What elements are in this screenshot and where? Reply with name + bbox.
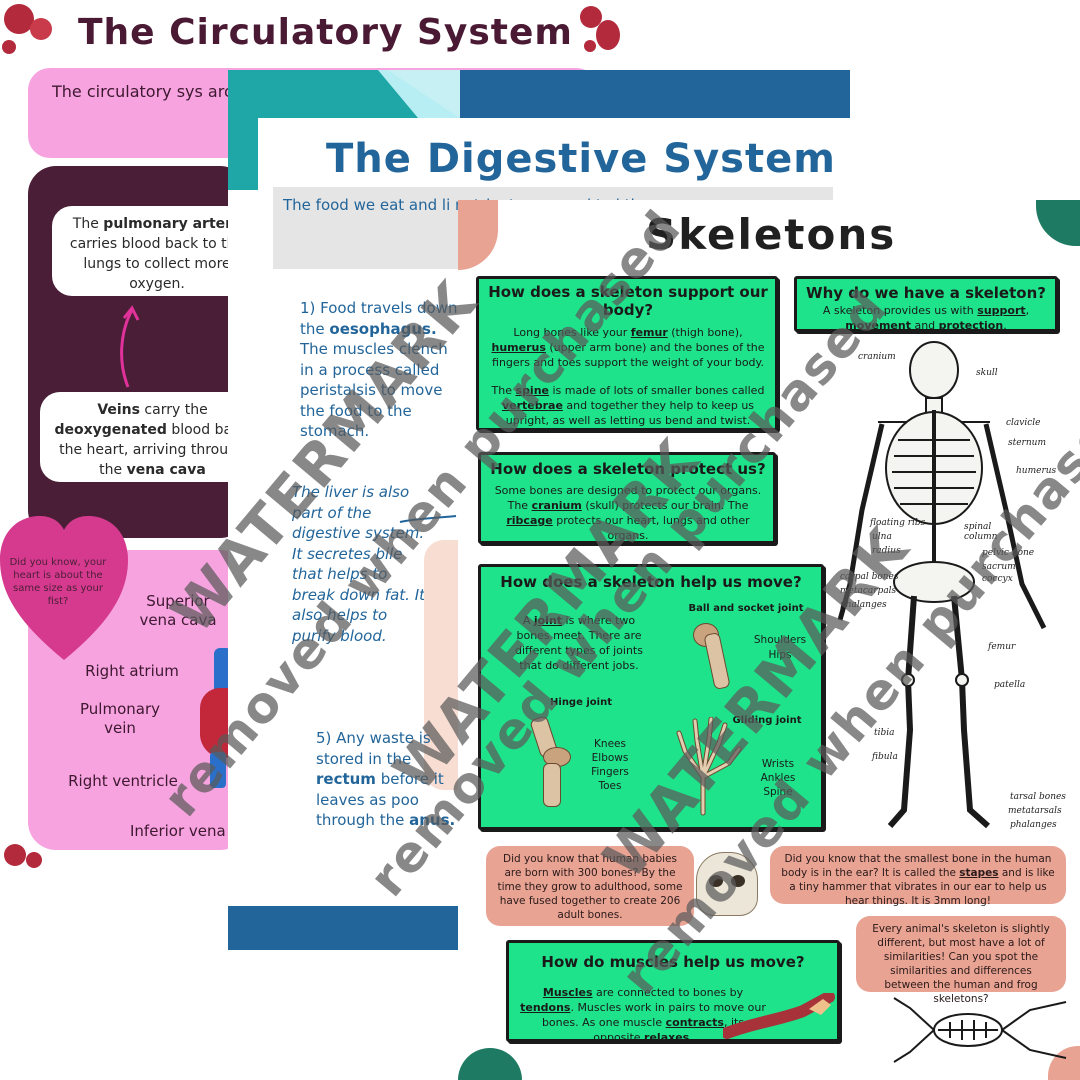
knee-bone-image (525, 715, 577, 807)
heart-diagram-panel: Superior vena cava Right atrium Pulmonar… (28, 550, 248, 850)
bone-label: metacarpals (840, 586, 897, 596)
bone-label: coccyx (982, 574, 1013, 584)
bone-label: clavicle (1006, 418, 1041, 428)
did-you-know-heart: Did you know, your heart is about the sa… (9, 557, 107, 607)
arm-muscle-image (723, 993, 835, 1039)
support-text-1: Long bones like your femur (thigh bone),… (491, 326, 765, 369)
corner-blob (458, 1048, 522, 1080)
blood-cell-icon (4, 844, 26, 866)
bone-label: spinal column (964, 522, 998, 542)
label-inferior-vena: Inferior vena (130, 822, 226, 840)
bone-label: sternum (1008, 438, 1046, 448)
muscles-text: Muscles are connected to bones by tendon… (520, 986, 766, 1044)
bone-label: skull (976, 368, 998, 378)
hinge-label: Hinge joint (550, 697, 612, 708)
human-skeleton-image (838, 341, 1047, 829)
gliding-label: Gliding joint (732, 715, 802, 726)
bone-label: phalanges (840, 600, 887, 610)
bone-label: radius (872, 546, 901, 556)
bone-label: metatarsals (1008, 806, 1062, 816)
bone-label: pelvic bone (982, 548, 1035, 558)
joint-text: A joint is where two bones meet. There a… (515, 614, 643, 672)
shoulder-bone-image (687, 619, 739, 691)
label-right-ventricle: Right ventricle (68, 772, 178, 790)
blood-cell-icon (580, 6, 602, 28)
protect-box: How does a skeleton protect us? Some bon… (478, 452, 776, 544)
page-title: Skeletons (646, 210, 897, 259)
body-illustration (424, 540, 464, 790)
blood-cell-icon (4, 4, 34, 34)
bone-label: sacrum (982, 562, 1016, 572)
bone-label: fibula (872, 752, 898, 762)
header-shapes (228, 70, 850, 190)
support-box: How does a skeleton support our body? Lo… (476, 276, 778, 431)
fact-babies: Did you know that human babies are born … (486, 846, 694, 926)
bone-label: tibia (874, 728, 895, 738)
footer-bar (228, 906, 468, 950)
label-superior-vena-cava: Superior vena cava (139, 592, 217, 629)
ball-socket-label: Ball and socket joint (688, 603, 804, 614)
skeletons-sheet: Skeletons How does a skeleton support ou… (458, 200, 1080, 1080)
bone-label: carpal bones (840, 572, 899, 582)
bone-label: floating ribs (870, 518, 926, 528)
heart-shape (0, 516, 128, 660)
blood-cell-icon (26, 852, 42, 868)
page-title: The Digestive System (326, 136, 836, 182)
step-1-text: 1) Food travels down the oesophagus. The… (300, 299, 458, 440)
support-question: How does a skeleton support our body? (488, 283, 768, 319)
blood-cell-icon (596, 20, 620, 50)
bone-label: tarsal bones (1010, 792, 1066, 802)
bone-label: phalanges (1010, 820, 1057, 830)
why-question: Why do we have a skeleton? (806, 284, 1046, 302)
liver-text: The liver is also part of the digestive … (292, 483, 426, 645)
support-text-2: The spine is made of lots of smaller bon… (491, 384, 765, 427)
move-box: How does a skeleton help us move? A join… (478, 564, 824, 830)
skull-image (696, 852, 758, 916)
flow-panel: The pulmonary artery carries blood back … (28, 166, 265, 538)
corner-blob (1036, 200, 1080, 246)
bone-label: ulna (872, 532, 892, 542)
corner-blob (458, 200, 498, 270)
fact-stapes: Did you know that the smallest bone in t… (770, 846, 1066, 907)
step-5-text: 5) Any waste is stored in the rectum bef… (316, 729, 456, 829)
blood-cell-icon (584, 40, 596, 52)
fact-frog: Every animal's skeleton is slightly diff… (856, 916, 1066, 1005)
label-right-atrium: Right atrium (85, 662, 179, 680)
pulmonary-artery-bubble: The pulmonary artery carries blood back … (52, 206, 262, 296)
pointer-line (399, 515, 457, 523)
arrow-up-icon (120, 305, 140, 388)
protect-text: Some bones are designed to protect our o… (494, 484, 762, 542)
hand-bones-image (676, 717, 742, 816)
label-pulmonary-vein: Pulmonary vein (80, 700, 160, 737)
protect-question: How does a skeleton protect us? (490, 460, 766, 478)
bone-label: humerus (1016, 466, 1057, 476)
bone-label: femur (988, 642, 1016, 652)
muscles-question: How do muscles help us move? (541, 953, 805, 971)
move-question: How does a skeleton help us move? (500, 573, 802, 591)
frog-skeleton-image (893, 997, 1067, 1063)
why-box: Why do we have a skeleton? A skeleton pr… (794, 276, 1058, 332)
blood-cell-icon (2, 40, 16, 54)
blood-cell-icon (30, 18, 52, 40)
page-title: The Circulatory System (78, 12, 573, 53)
veins-bubble: Veins carry the deoxygenated blood ba to… (40, 392, 265, 482)
bone-label: cranium (858, 352, 896, 362)
muscles-box: How do muscles help us move? Muscles are… (506, 940, 840, 1044)
bone-label: patella (994, 680, 1026, 690)
why-text: A skeleton provides us with support, mov… (822, 304, 1030, 332)
